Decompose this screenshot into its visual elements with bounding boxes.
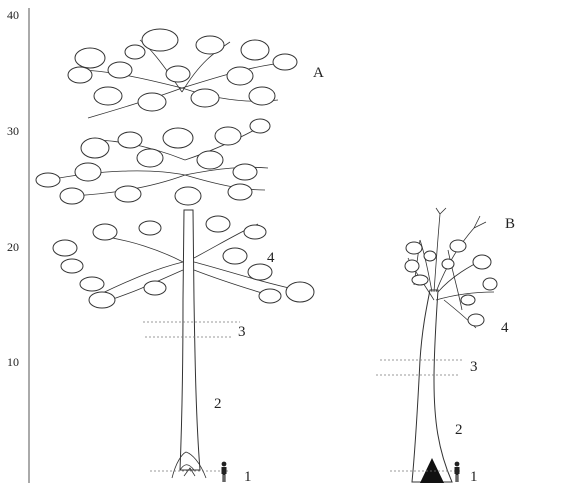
tick-label-10: 10	[7, 355, 19, 369]
tree-a-zone-2: 2	[214, 396, 222, 412]
tree-a-trunk	[180, 210, 200, 470]
tree-b-crown	[405, 208, 497, 328]
tree-b-label: B	[505, 216, 515, 232]
tree-b-drawing	[376, 208, 497, 483]
tick-label-20: 20	[7, 240, 19, 254]
tree-a-zone-1: 1	[244, 469, 252, 483]
height-scale: 40 30 20 10	[7, 8, 29, 483]
tree-a-middle-crown	[36, 119, 270, 205]
human-scale-icon	[454, 462, 459, 482]
tree-b-zone-2: 2	[455, 422, 463, 438]
tick-label-30: 30	[7, 124, 19, 138]
human-scale-icon	[222, 462, 227, 482]
tree-b-trunk	[412, 290, 452, 482]
tree-a-label: A	[313, 65, 324, 81]
tree-b-zone-4: 4	[501, 320, 509, 336]
tree-a-zone-3: 3	[238, 324, 246, 340]
tree-a-zone-4: 4	[267, 250, 275, 266]
tick-label-40: 40	[7, 8, 19, 22]
tree-b-zone-1: 1	[470, 469, 478, 483]
tree-b-zone-3: 3	[470, 359, 478, 375]
tree-a-upper-crown	[68, 29, 297, 118]
